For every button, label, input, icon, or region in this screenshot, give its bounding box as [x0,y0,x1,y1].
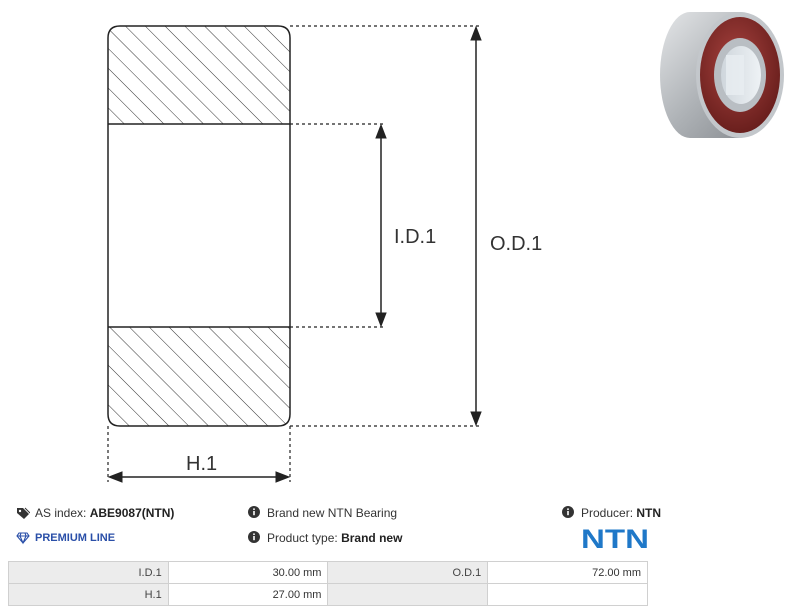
product-type-value: Brand new [341,531,403,545]
ntn-logo: NTN [581,524,649,552]
outer-ring-bottom-section [108,327,290,426]
table-row: H.1 27.00 mm [8,583,648,606]
producer-value: NTN [636,506,662,520]
premium-line-badge: PREMIUM LINE [35,532,116,544]
as-index-row: AS index: ABE9087(NTN) [16,505,174,521]
spec-value: 27.00 mm [167,583,329,606]
spec-value [487,583,648,606]
tag-icon [16,506,30,520]
ntn-logo-text: NTN [581,524,649,552]
as-index-value: ABE9087(NTN) [89,506,175,520]
spec-label [327,583,489,606]
producer-label: Producer: [581,506,634,520]
diamond-icon [16,531,30,545]
outer-diameter-label: O.D.1 [490,233,542,255]
spec-value: 30.00 mm [167,561,329,584]
height-dimension [107,471,291,483]
info-circle-icon [248,506,262,520]
condition-row: Brand new NTN Bearing [248,505,397,521]
product-type-row: Product type: Brand new [248,530,402,546]
bearing-dimension-diagram: O.D.1 I.D.1 H.1 [107,25,542,483]
outer-ring-top-section [108,26,290,124]
spec-label: O.D.1 [327,561,489,584]
inner-diameter-label: I.D.1 [394,226,436,248]
dimensions-table: I.D.1 30.00 mm O.D.1 72.00 mm H.1 27.00 … [8,561,648,606]
inner-diameter-dimension [375,123,387,328]
info-circle-icon [562,506,576,520]
producer-row: Producer: NTN [562,505,661,521]
info-circle-icon [248,531,262,545]
table-row: I.D.1 30.00 mm O.D.1 72.00 mm [8,561,648,584]
bearing-photo [660,12,784,138]
product-type-label: Product type: [267,531,338,545]
premium-line-row: PREMIUM LINE [16,530,115,546]
as-index-label: AS index: [35,506,87,520]
spec-label: H.1 [8,583,169,606]
spec-value: 72.00 mm [487,561,648,584]
bearing-outline [107,25,291,427]
height-label: H.1 [186,453,217,475]
extension-lines [107,25,480,482]
spec-label: I.D.1 [8,561,169,584]
condition-text: Brand new NTN Bearing [267,506,398,520]
outer-diameter-dimension [470,25,482,427]
